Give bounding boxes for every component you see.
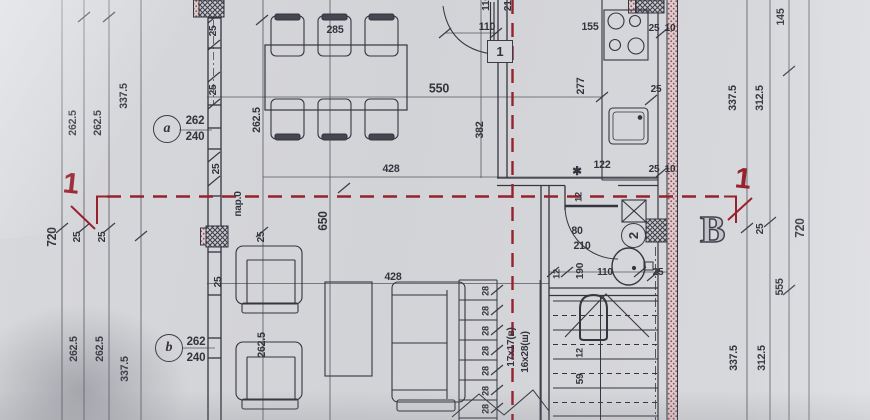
bathroom-door bbox=[564, 204, 619, 260]
room-tag-b-letter: b bbox=[165, 340, 173, 355]
stove bbox=[603, 9, 649, 61]
shaft-box bbox=[621, 199, 647, 223]
armchair bbox=[235, 341, 303, 410]
fixture-tag-2: 2 bbox=[621, 223, 646, 248]
entry-partition-wall bbox=[497, 0, 508, 178]
dim-label: 28 bbox=[480, 386, 492, 396]
dim-label: 262.5 bbox=[251, 107, 263, 133]
dim-label: 428 bbox=[382, 163, 400, 175]
wash-basin bbox=[611, 247, 654, 286]
kitchen-sink bbox=[608, 107, 649, 145]
dim-label: 25 bbox=[754, 223, 766, 235]
dim-label: 262.5 bbox=[92, 110, 104, 136]
dim-label: 28 bbox=[480, 326, 492, 336]
dim-label: 122 bbox=[593, 159, 611, 171]
dim-label: 337.5 bbox=[727, 85, 739, 111]
dim-label: 155 bbox=[581, 21, 599, 33]
dim-label: 382 bbox=[474, 121, 486, 139]
dim-label: 25 bbox=[96, 231, 108, 243]
dim-label: 720 bbox=[793, 218, 807, 238]
dim-label: 312.5 bbox=[756, 345, 768, 371]
dim-label: 262.5 bbox=[67, 110, 79, 136]
sofa bbox=[391, 281, 466, 412]
dim-label: 262 bbox=[186, 334, 206, 348]
stairs-upper-flight bbox=[553, 247, 658, 420]
dim-label: 25 bbox=[648, 163, 660, 175]
dim-label: 555 bbox=[774, 278, 786, 296]
dim-label: 28 bbox=[480, 306, 492, 316]
dim-label: 59 bbox=[574, 373, 586, 385]
dim-label: 337.5 bbox=[118, 83, 130, 109]
dim-label: 110 bbox=[480, 0, 492, 11]
dim-label: 17x17(в) bbox=[505, 327, 517, 367]
dim-label: 25 bbox=[207, 84, 219, 96]
dim-label: 145 bbox=[775, 8, 787, 26]
dim-label: 25 bbox=[648, 22, 660, 34]
dim-label: ✱ bbox=[572, 164, 582, 178]
dim-label: 25 bbox=[207, 25, 219, 37]
dim-label: 262.5 bbox=[94, 336, 106, 362]
armchair bbox=[235, 245, 303, 314]
dim-label: 210 bbox=[502, 0, 514, 12]
dim-label: 28 bbox=[480, 346, 492, 356]
dim-label: 650 bbox=[316, 211, 330, 231]
dim-label: 240 bbox=[186, 350, 206, 364]
dim-label: 110 bbox=[478, 21, 496, 33]
dim-label: 285 bbox=[326, 24, 344, 36]
dim-label: 110 bbox=[597, 266, 613, 278]
dim-label: 312.5 bbox=[754, 85, 766, 111]
dim-label: 720 bbox=[45, 227, 59, 247]
dim-label: 262 bbox=[185, 113, 205, 127]
dim-label: 25 bbox=[212, 276, 224, 288]
grid-letter-b: B bbox=[699, 208, 726, 252]
dim-label: 262.5 bbox=[68, 336, 80, 362]
dim-label: 16x28(ш) bbox=[519, 331, 531, 373]
dim-label: 428 bbox=[384, 271, 402, 283]
dim-label: 12 bbox=[573, 192, 585, 202]
dim-label: 80 bbox=[571, 225, 583, 237]
dim-label: 25 bbox=[255, 231, 267, 243]
dim-label: 10 bbox=[664, 163, 676, 175]
coffee-table bbox=[324, 281, 373, 377]
dim-label: 25 bbox=[210, 163, 222, 175]
insulated-wall bbox=[657, 0, 678, 420]
kitchen-counter bbox=[601, 0, 658, 181]
dim-label: 28 bbox=[480, 286, 492, 296]
dim-label: 262.5 bbox=[256, 332, 268, 358]
dim-label: 10 bbox=[664, 22, 676, 34]
dim-label: 12 bbox=[551, 269, 563, 279]
dim-label: 240 bbox=[185, 129, 205, 143]
dim-label: 337.5 bbox=[119, 356, 131, 382]
dim-label: 190 bbox=[574, 262, 586, 280]
dim-label: 28 bbox=[480, 404, 492, 414]
door-tag-1: 1 bbox=[487, 40, 513, 63]
room-tag-b: b bbox=[155, 334, 183, 362]
dim-label: 25 bbox=[71, 231, 83, 243]
dim-label: пар.0 bbox=[232, 191, 244, 217]
dim-label: 277 bbox=[575, 77, 587, 95]
dim-label: 337.5 bbox=[728, 345, 740, 371]
dim-label: 25 bbox=[650, 83, 662, 95]
bathroom-walls bbox=[497, 177, 658, 420]
door-tag-1-number: 1 bbox=[496, 44, 504, 59]
stairs-lower-flight bbox=[458, 279, 541, 420]
dim-label: 28 bbox=[480, 366, 492, 376]
dim-label: 25 bbox=[652, 266, 664, 278]
dim-label: 12 bbox=[574, 348, 586, 358]
break-line bbox=[451, 389, 550, 418]
toilet bbox=[579, 293, 608, 341]
dim-label: 210 bbox=[573, 240, 591, 252]
dim-label: 550 bbox=[428, 80, 450, 96]
